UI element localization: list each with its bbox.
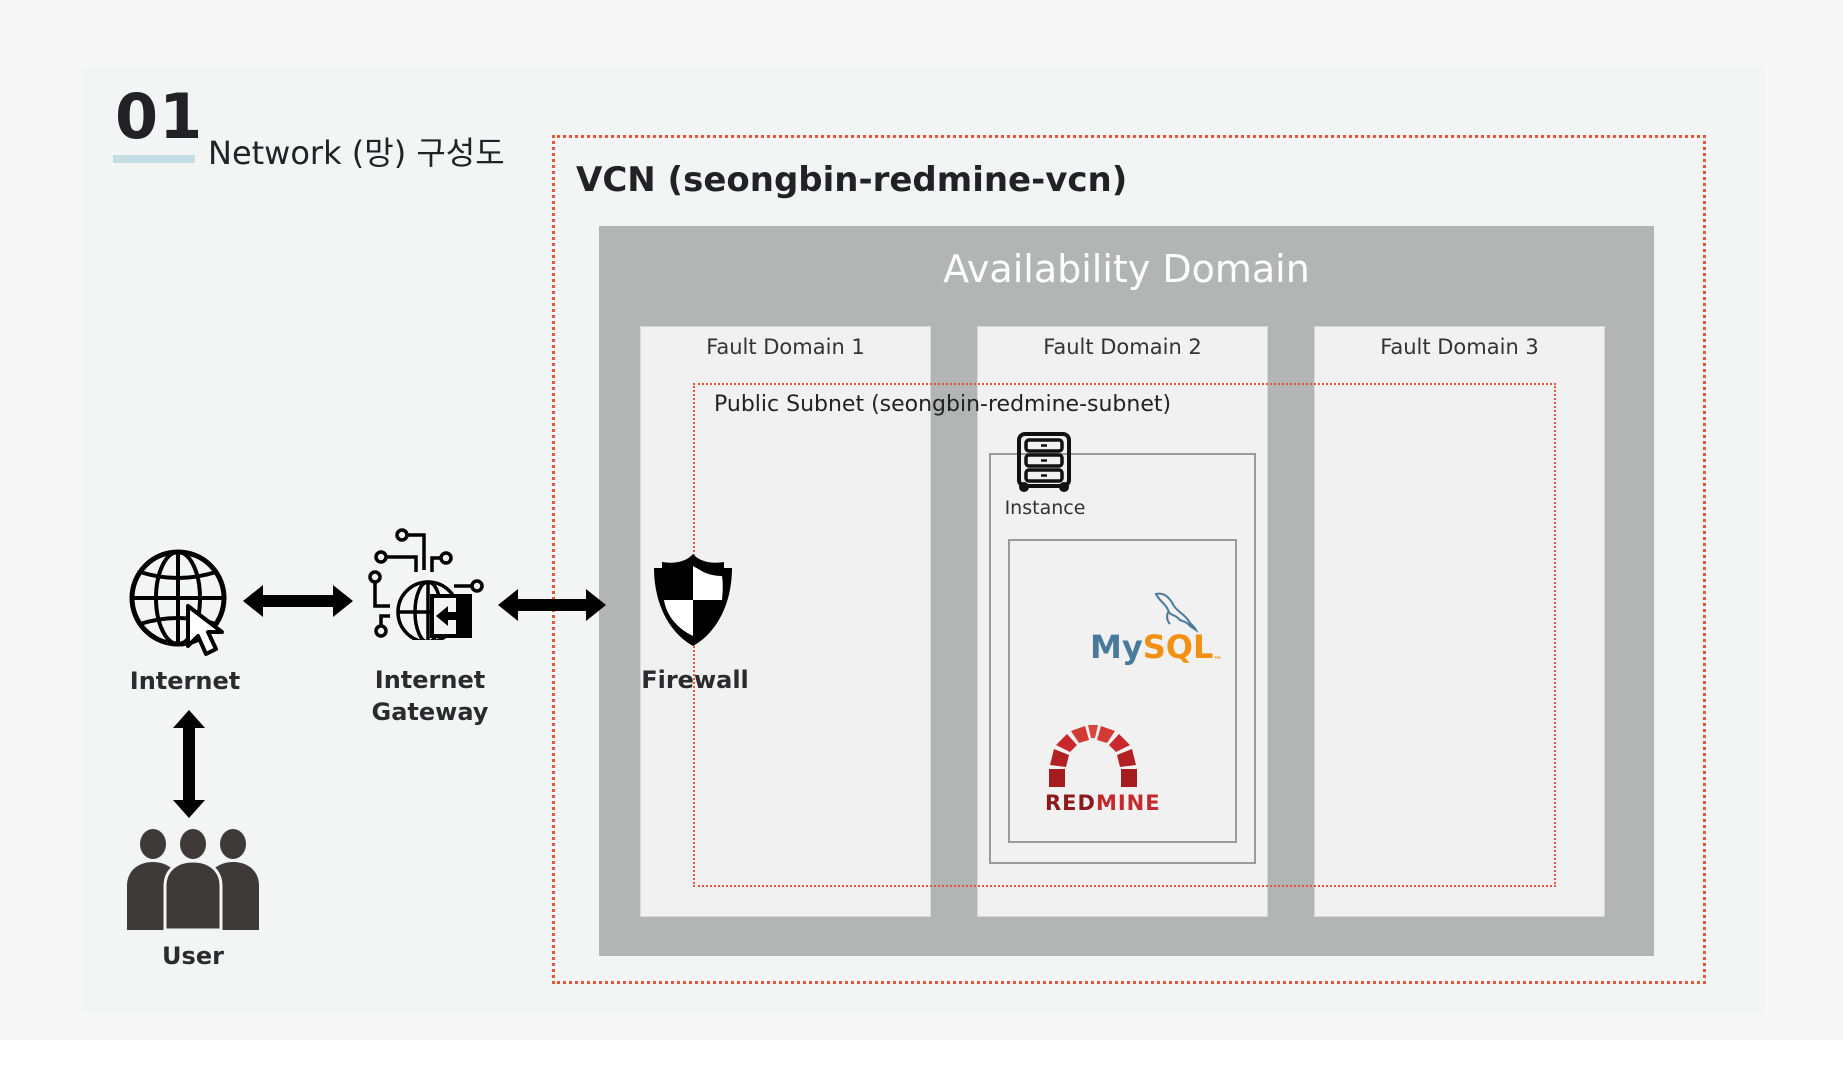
availability-domain-title: Availability Domain [943,247,1310,291]
instance-label: Instance [1004,497,1086,519]
fault-domain-3 [1314,326,1605,917]
redmine-arch-icon [1049,725,1137,787]
firewall-label: Firewall [641,666,749,694]
redmine-text-mine: MINE [1095,791,1161,815]
fault-domain-1-label: Fault Domain 1 [706,335,865,359]
section-title: Network (망) 구성도 [208,134,505,172]
globe-network-gateway-icon [368,528,484,640]
bidirectional-arrow-icon [243,585,353,617]
shield-icon [654,554,732,646]
fault-domain-3-label: Fault Domain 3 [1380,335,1539,359]
mysql-text-my: My [1090,628,1143,666]
mysql-trademark: ™ [1213,656,1223,666]
globe-cursor-icon [129,549,227,656]
vcn-boundary [552,135,1706,984]
instance-box [989,453,1256,864]
vertical-bidirectional-arrow-icon [173,710,205,818]
mysql-text-sql: SQL [1142,628,1214,666]
fault-domain-2-label: Fault Domain 2 [1043,335,1202,359]
internet-gateway-label: Internet Gateway [360,664,500,728]
user-label: User [162,942,224,970]
internet-gateway-label-line2: Gateway [371,698,489,726]
internet-gateway-label-line1: Internet [374,666,486,694]
instance-apps-box [1008,539,1237,843]
vcn-title: VCN (seongbin-redmine-vcn) [576,160,1128,200]
redmine-logo: REDMINE [1040,725,1160,820]
mysql-logo: MySQL™ [1090,590,1222,666]
users-group-icon [127,829,259,932]
bidirectional-arrow-icon [498,589,606,621]
redmine-text-red: RED [1045,791,1096,815]
section-number: 01 [115,80,204,153]
public-subnet-label: Public Subnet (seongbin-redmine-subnet) [714,392,1172,417]
server-icon [1017,432,1071,492]
internet-label: Internet [129,667,241,695]
mysql-dolphin-icon [1154,592,1199,633]
section-number-underline [113,155,195,163]
